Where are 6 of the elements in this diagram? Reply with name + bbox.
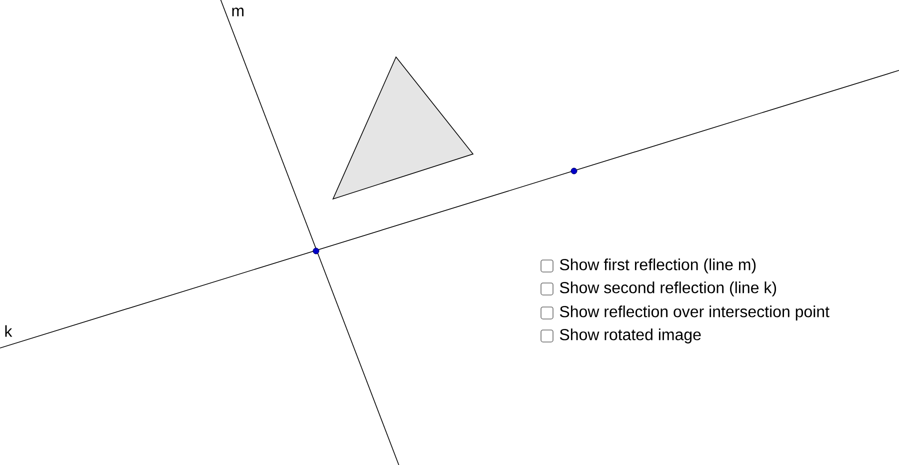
line-label: k <box>5 325 12 337</box>
line-label: m <box>232 8 244 16</box>
checkbox-label: Show rotated image <box>560 328 701 344</box>
checkbox-label: Show second reflection (line k) <box>560 282 776 296</box>
checkbox-label: Show first reflection (line m) <box>560 258 756 274</box>
checkbox-label: Show reflection over intersection point <box>560 306 830 320</box>
